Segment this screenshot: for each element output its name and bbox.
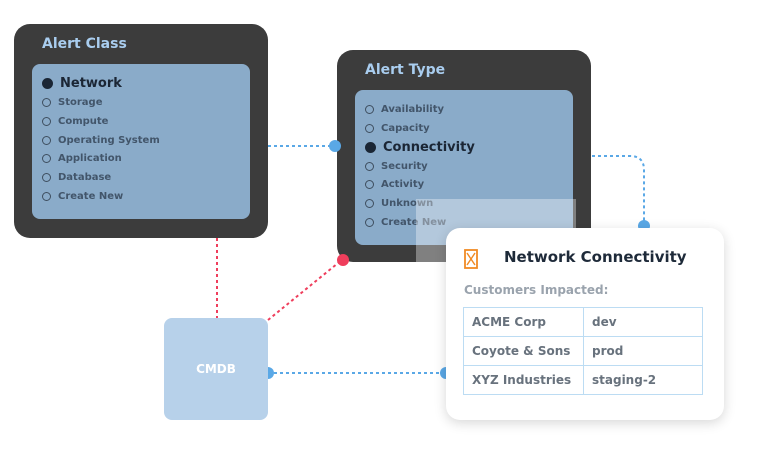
customers-table: ACME Corp dev Coyote & Sons prod XYZ Ind… <box>463 307 703 395</box>
radio-icon <box>42 191 51 201</box>
customer-cell: Coyote & Sons <box>463 336 584 366</box>
cmdb-label: CMDB <box>196 362 236 376</box>
hourglass-icon <box>464 249 478 269</box>
radio-icon <box>42 97 51 107</box>
table-row: XYZ Industries staging-2 <box>463 365 703 395</box>
radio-selected-icon <box>365 141 376 153</box>
option-activity[interactable]: Activity <box>365 176 424 192</box>
option-capacity[interactable]: Capacity <box>365 120 430 136</box>
cmdb-node[interactable]: CMDB <box>164 318 268 420</box>
option-security[interactable]: Security <box>365 158 428 174</box>
type-to-card-connector <box>592 155 645 226</box>
customer-cell: ACME Corp <box>463 307 584 337</box>
alert-type-panel: Alert Type Availability Capacity Connect… <box>337 50 591 262</box>
radio-icon <box>365 198 374 208</box>
radio-icon <box>42 153 51 163</box>
alert-type-options: Availability Capacity Connectivity Secur… <box>355 90 573 245</box>
option-availability[interactable]: Availability <box>365 101 444 117</box>
option-database[interactable]: Database <box>42 169 111 185</box>
alert-class-title: Alert Class <box>42 36 127 52</box>
alert-class-panel: Alert Class Network Storage Compute Oper… <box>14 24 268 238</box>
radio-icon <box>365 161 374 171</box>
radio-icon <box>365 123 374 133</box>
option-storage[interactable]: Storage <box>42 94 102 110</box>
radio-icon <box>42 116 51 126</box>
card-title: Network Connectivity <box>504 248 687 266</box>
option-create-new[interactable]: Create New <box>42 188 123 204</box>
env-cell: prod <box>583 336 703 366</box>
option-compute[interactable]: Compute <box>42 113 108 129</box>
network-connectivity-card: Network Connectivity Customers Impacted:… <box>446 228 724 420</box>
customers-impacted-label: Customers Impacted: <box>464 283 609 297</box>
env-cell: dev <box>583 307 703 337</box>
alert-class-options: Network Storage Compute Operating System… <box>32 64 250 219</box>
option-network[interactable]: Network <box>42 75 122 91</box>
cmdb-to-type-connector <box>267 258 344 321</box>
option-connectivity[interactable]: Connectivity <box>365 139 475 155</box>
option-operating-system[interactable]: Operating System <box>42 132 160 148</box>
radio-selected-icon <box>42 77 53 89</box>
env-cell: staging-2 <box>583 365 703 395</box>
radio-icon <box>365 104 374 114</box>
option-application[interactable]: Application <box>42 150 122 166</box>
option-create-new[interactable]: Create New <box>365 214 446 230</box>
radio-icon <box>365 217 374 227</box>
radio-icon <box>365 179 374 189</box>
radio-icon <box>42 172 51 182</box>
customer-cell: XYZ Industries <box>463 365 584 395</box>
table-row: ACME Corp dev <box>463 307 703 337</box>
alert-type-title: Alert Type <box>365 62 446 78</box>
radio-icon <box>42 135 51 145</box>
option-unknown[interactable]: Unknown <box>365 195 433 211</box>
table-row: Coyote & Sons prod <box>463 336 703 366</box>
